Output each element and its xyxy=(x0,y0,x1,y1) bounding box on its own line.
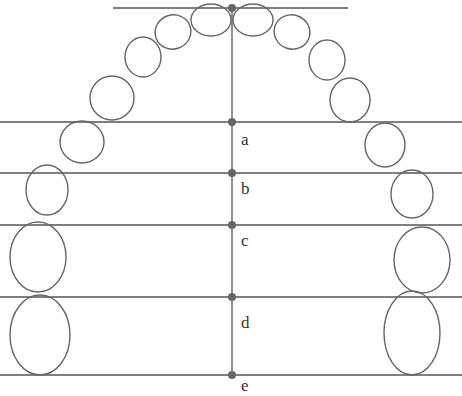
point-label: c xyxy=(240,232,250,249)
reference-lines xyxy=(0,8,462,375)
midline-points xyxy=(228,4,236,379)
point-label: a xyxy=(240,131,250,148)
point-label: e xyxy=(240,377,250,394)
point-label: d xyxy=(240,314,251,331)
teeth xyxy=(10,4,450,375)
point-label: b xyxy=(240,180,251,197)
